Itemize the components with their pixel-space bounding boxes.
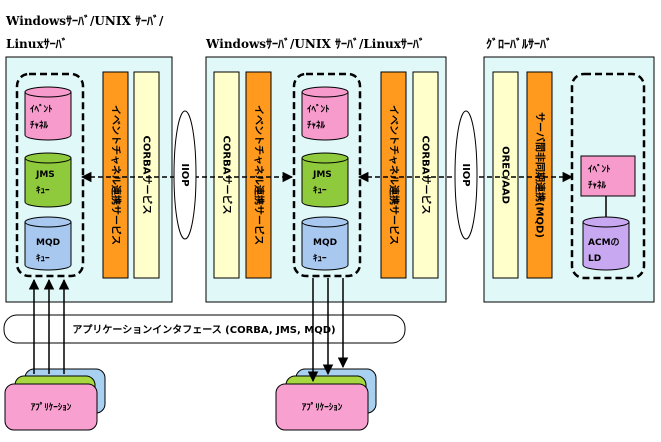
middle-mqd-label-2: ｷｭｰ <box>313 253 327 264</box>
middle-corba-service-label-2: CORBAサービス <box>420 136 433 215</box>
right-ots-aad-label: OREC/AAD <box>500 146 511 204</box>
left-jms-queue-cylinder: JMS ｷｭｰ <box>24 152 72 208</box>
right-acm-ld-cylinder: ACMの LD <box>582 216 630 271</box>
left-upward-arrows <box>28 278 70 374</box>
middle-event-channel-service-label: イベントチャネル連携サービス <box>253 105 266 245</box>
right-iiop-ellipse <box>454 110 478 240</box>
right-async-service-label: サーバ間非同期連携(MQD) <box>534 112 547 238</box>
right-event-channel-box: ｲﾍﾞﾝﾄ ﾁｬﾈﾙ <box>580 155 636 197</box>
left-mqd-label-2: ｷｭｰ <box>36 253 50 264</box>
middle-corba-service-label: CORBAサービス <box>221 136 234 215</box>
left-iiop-ellipse <box>173 110 197 240</box>
middle-jms-queue-cylinder: JMS ｷｭｰ <box>301 152 349 208</box>
left-corba-service-label: CORBAサービス <box>141 136 154 215</box>
api-bar <box>3 314 406 344</box>
left-server-title-line1: Windowsｻｰﾊﾞ/UNIX ｻｰﾊﾞ/ <box>5 13 164 28</box>
left-server-title-line2: Linuxｻｰﾊﾞ <box>6 36 68 51</box>
middle-event-channel-cylinder: ｲﾍﾞﾝﾄ ﾁｬﾈﾙ <box>301 86 349 141</box>
middle-server-title: Windowsｻｰﾊﾞ/UNIX ｻｰﾊﾞ/Linuxｻｰﾊﾞ <box>205 36 425 51</box>
left-mqd-label-1: MQD <box>36 238 60 248</box>
left-application-label: ｱﾌﾟﾘｹｰｼｮﾝ <box>31 401 72 413</box>
left-event-channel-service-label: イベントチャネル連携サービス <box>110 105 123 245</box>
left-iiop-label: IIOP <box>179 163 190 186</box>
left-event-channel-label-1: ｲﾍﾞﾝﾄ <box>30 103 53 115</box>
right-application-stack: ｱﾌﾟﾘｹｰｼｮﾝ <box>275 368 377 431</box>
right-server-title: ｸﾞﾛｰﾊﾞﾙｻｰﾊﾞ <box>486 36 552 51</box>
right-iiop-label: IIOP <box>460 163 471 186</box>
middle-event-channel-label-2: ﾁｬﾈﾙ <box>307 120 326 131</box>
left-mqd-queue-cylinder: MQD ｷｭｰ <box>24 216 72 271</box>
middle-event-channel-label-1: ｲﾍﾞﾝﾄ <box>307 103 330 115</box>
left-event-channel-label-2: ﾁｬﾈﾙ <box>30 120 49 131</box>
middle-jms-label-2: ｷｭｰ <box>313 185 327 196</box>
middle-event-channel-service-label-2: イベントチャネル連携サービス <box>388 105 401 245</box>
middle-jms-label-1: JMS <box>312 170 332 180</box>
middle-mqd-label-1: MQD <box>313 238 337 248</box>
middle-downward-arrows <box>307 278 349 383</box>
left-application-stack: ｱﾌﾟﾘｹｰｼｮﾝ <box>4 368 106 431</box>
middle-mqd-queue-cylinder: MQD ｷｭｰ <box>301 216 349 271</box>
right-acm-label-2: LD <box>588 254 601 264</box>
api-bar-label: アプリケーションインタフェース (CORBA, JMS, MQD) <box>72 323 335 336</box>
right-event-channel-label-2: ﾁｬﾈﾙ <box>588 180 607 191</box>
right-application-label: ｱﾌﾟﾘｹｰｼｮﾝ <box>302 401 343 413</box>
right-event-channel-label-1: ｲﾍﾞﾝﾄ <box>588 163 611 175</box>
left-event-channel-cylinder: ｲﾍﾞﾝﾄ ﾁｬﾈﾙ <box>24 86 72 141</box>
left-jms-label-1: JMS <box>35 170 55 180</box>
left-jms-label-2: ｷｭｰ <box>36 185 50 196</box>
right-acm-label-1: ACMの <box>588 237 620 248</box>
